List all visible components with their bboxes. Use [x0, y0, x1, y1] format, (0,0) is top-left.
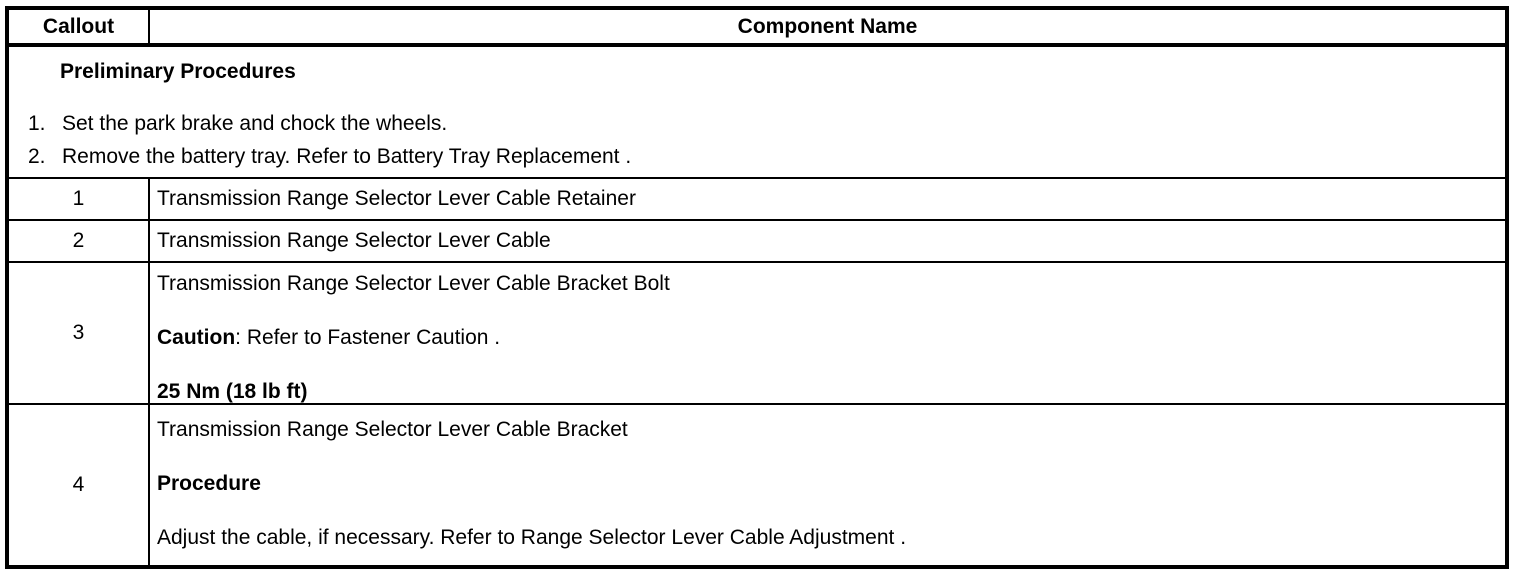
callout-1-component-name: Transmission Range Selector Lever Cable …	[157, 187, 636, 210]
callout-4-procedure-line: Adjust the cable, if necessary. Refer to…	[157, 526, 1505, 550]
caution-text-lead: : Refer to	[235, 326, 328, 349]
battery-tray-replacement-reference[interactable]: Battery Tray Replacement	[376, 145, 620, 168]
range-selector-lever-cable-adjustment-reference[interactable]: Range Selector Lever Cable Adjustment	[520, 526, 895, 549]
callout-4-component-name: Transmission Range Selector Lever Cable …	[157, 418, 628, 441]
preliminary-steps-list: 1. Set the park brake and chock the whee…	[9, 112, 1505, 169]
callout-1-number: 1	[9, 179, 150, 219]
callout-4-number: 4	[9, 405, 150, 565]
callout-3-torque-spec: 25 Nm (18 lb ft)	[157, 380, 308, 403]
procedure-text-suffix: .	[894, 526, 907, 549]
callout-3-component-name: Transmission Range Selector Lever Cable …	[157, 272, 670, 295]
callout-3-caution-line: Caution: Refer to Fastener Caution .	[157, 326, 1505, 350]
table-row-callout-1: 1 Transmission Range Selector Lever Cabl…	[9, 179, 1505, 221]
step-2-text-suffix: .	[619, 145, 632, 168]
caution-text-suffix: .	[488, 326, 501, 349]
component-callout-table: Callout Component Name Preliminary Proce…	[5, 6, 1509, 569]
table-row-callout-4: 4 Transmission Range Selector Lever Cabl…	[9, 405, 1505, 565]
step-1-number: 1.	[28, 112, 46, 135]
step-1-text: Set the park brake and chock the wheels.	[62, 112, 448, 135]
preliminary-procedures-section: Preliminary Procedures 1. Set the park b…	[9, 47, 1505, 179]
procedure-label: Procedure	[157, 472, 261, 495]
callout-4-cell: Transmission Range Selector Lever Cable …	[150, 405, 1505, 565]
caution-label: Caution	[157, 326, 236, 349]
step-2-number: 2.	[28, 145, 46, 168]
step-2-text-lead: Remove the battery tray. Refer to	[62, 145, 377, 168]
preliminary-step-2: 2. Remove the battery tray. Refer to Bat…	[9, 145, 1505, 169]
callout-2-number: 2	[9, 221, 150, 261]
table-row-callout-3: 3 Transmission Range Selector Lever Cabl…	[9, 263, 1505, 405]
callout-3-cell: Transmission Range Selector Lever Cable …	[150, 263, 1505, 403]
preliminary-procedures-title: Preliminary Procedures	[60, 60, 296, 83]
procedure-text-lead: Adjust the cable, if necessary. Refer to	[157, 526, 521, 549]
component-name-column-header: Component Name	[737, 14, 918, 38]
callout-3-number: 3	[9, 263, 150, 403]
step-2-text: Remove the battery tray. Refer to Batter…	[62, 145, 1505, 169]
table-header-row: Callout Component Name	[9, 10, 1505, 47]
preliminary-step-1: 1. Set the park brake and chock the whee…	[9, 112, 1505, 136]
table-row-callout-2: 2 Transmission Range Selector Lever Cabl…	[9, 221, 1505, 263]
callout-column-header: Callout	[9, 10, 150, 43]
callout-2-component-name: Transmission Range Selector Lever Cable	[157, 229, 551, 252]
fastener-caution-reference[interactable]: Fastener Caution	[327, 326, 489, 349]
